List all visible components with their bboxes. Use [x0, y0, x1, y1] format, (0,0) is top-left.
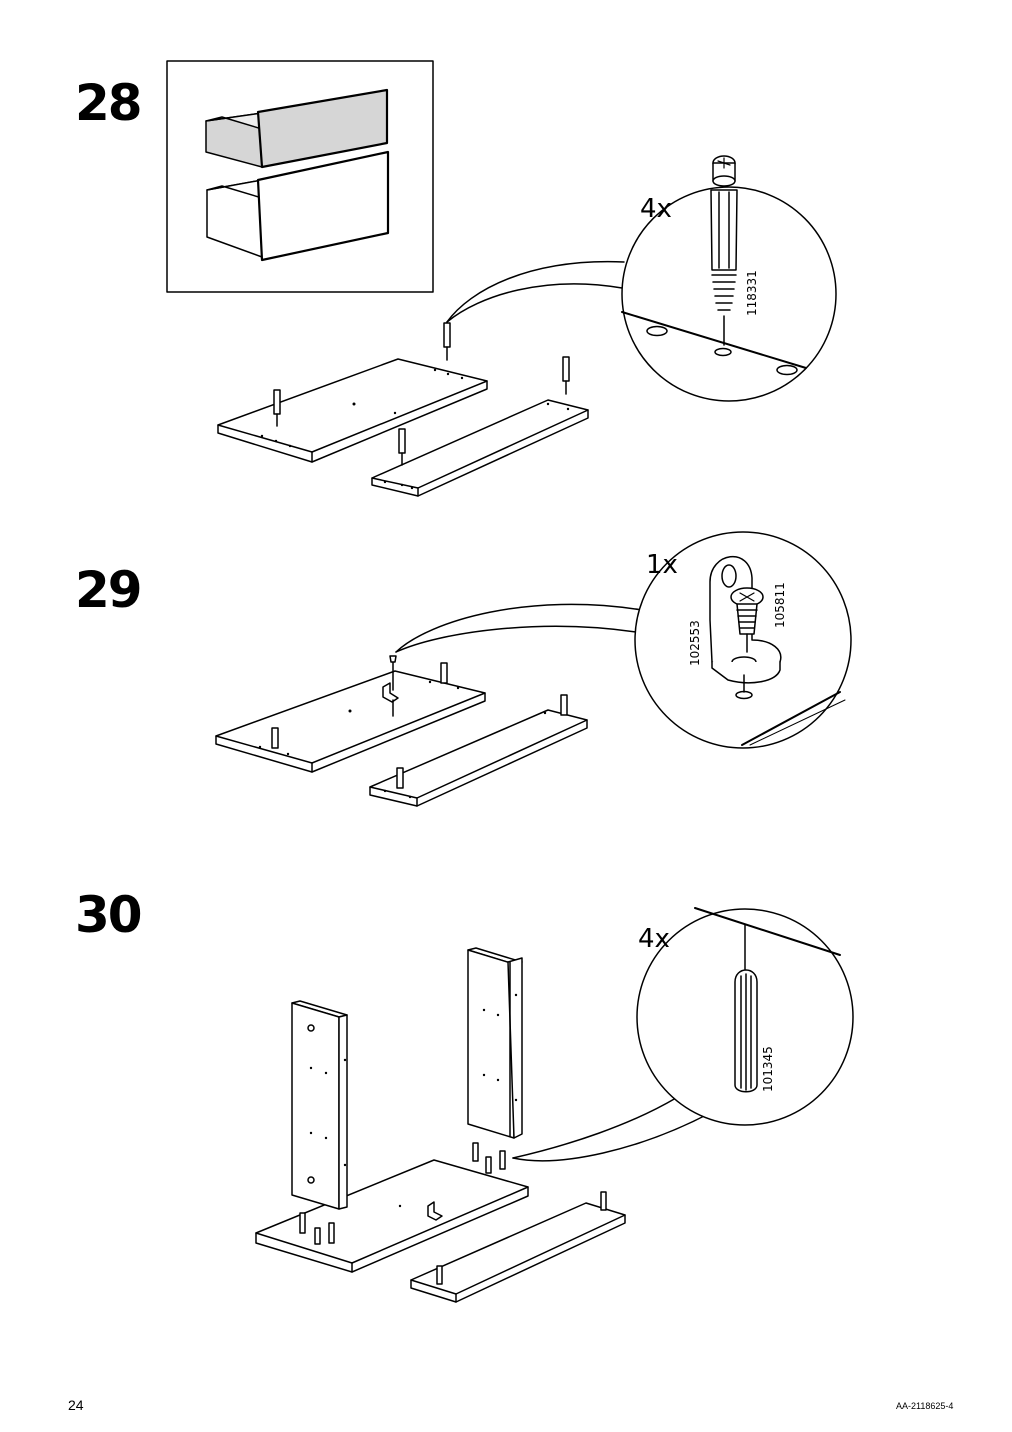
part-number: 118331: [745, 270, 759, 316]
page-number: 24: [68, 1397, 84, 1413]
screw-105811-icon: [730, 587, 764, 653]
part-number: 102553: [688, 620, 702, 666]
dowel-101345-icon: [734, 969, 758, 1093]
cam-bolt: [273, 322, 570, 466]
step-number-29: 29: [75, 561, 143, 619]
quantity-label: 1x: [646, 550, 678, 580]
document-code: AA-2118625-4: [896, 1401, 954, 1411]
step-29-panels: [215, 655, 588, 807]
cam-bolt-118331-icon: [710, 155, 738, 346]
step-30-panels: [255, 947, 626, 1303]
quantity-label: 4x: [638, 924, 670, 954]
step-28-callout: [446, 155, 837, 402]
step-28-panels: [217, 322, 589, 497]
part-number: 105811: [773, 582, 787, 628]
part-number: 101345: [761, 1046, 775, 1092]
step-29-callout: [395, 531, 852, 749]
step-number-30: 30: [75, 886, 143, 944]
quantity-label: 4x: [640, 194, 672, 224]
step-30-callout: [512, 907, 854, 1162]
step-number-28: 28: [75, 74, 143, 132]
step-28-drawer-hint-box: [166, 60, 434, 293]
